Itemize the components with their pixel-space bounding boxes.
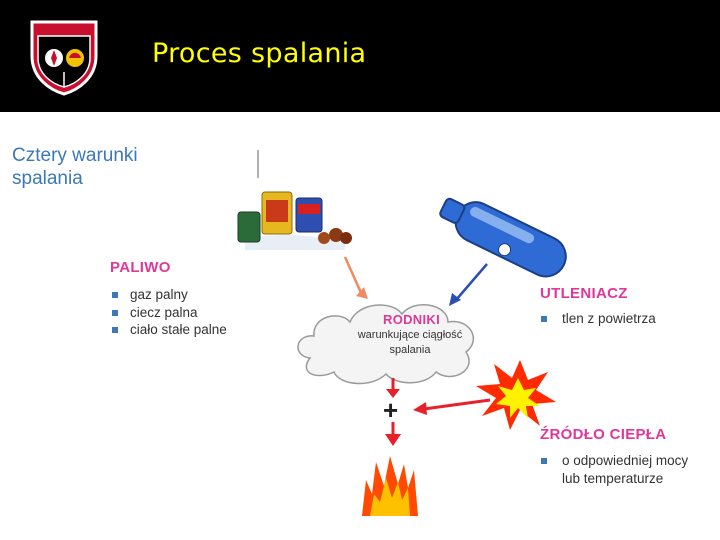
arrow-from-fuel [343, 256, 368, 299]
combustion-diagram [112, 150, 567, 516]
arrow-cloud-to-plus [386, 378, 400, 398]
oxygen-cylinder-illustration [439, 197, 567, 278]
subtitle-line-2: spalania [12, 168, 83, 189]
oxidizer-bullet-1 [541, 316, 547, 322]
heat-bullet-1 [541, 458, 547, 464]
arrow-plus-to-flame [385, 422, 401, 446]
heat-heading: ŹRÓDŁO CIEPŁA [540, 426, 667, 443]
subtitle-line-1: Cztery warunki [12, 145, 138, 166]
fuel-containers-illustration [237, 150, 352, 250]
oxidizer-heading: UTLENIACZ [540, 285, 628, 302]
oxidizer-item-air-oxygen: tlen z powietrza [562, 311, 656, 326]
fuel-bullet-1 [112, 292, 118, 298]
slide-header: Proces spalania [0, 0, 720, 112]
heat-spark-illustration [476, 360, 556, 430]
arrow-from-oxidizer [449, 263, 488, 306]
plus-sign: + [383, 395, 399, 425]
slide-title: Proces spalania [152, 38, 367, 69]
radicals-line-2: spalania [389, 344, 431, 356]
fuel-item-solid: ciało stałe palne [130, 322, 227, 337]
heat-line-1: o odpowiedniej mocy [562, 453, 689, 468]
diagram-subtitle: Cztery warunki spalania [12, 144, 192, 190]
fuel-heading: PALIWO [110, 259, 171, 276]
radicals-cloud [297, 304, 475, 385]
arrow-from-heat-source [413, 398, 491, 415]
fuel-bullet-2 [112, 310, 118, 316]
radicals-heading: RODNIKI [383, 312, 440, 327]
fuel-bullet-3 [112, 327, 118, 333]
fuel-item-liquid: ciecz palna [130, 305, 198, 320]
heat-line-2: lub temperaturze [562, 471, 664, 486]
flames-illustration [362, 456, 418, 516]
fuel-item-gas: gaz palny [130, 287, 188, 302]
fire-brigade-logo [30, 20, 98, 96]
radicals-line-1: warunkujące ciągłość [357, 329, 463, 341]
